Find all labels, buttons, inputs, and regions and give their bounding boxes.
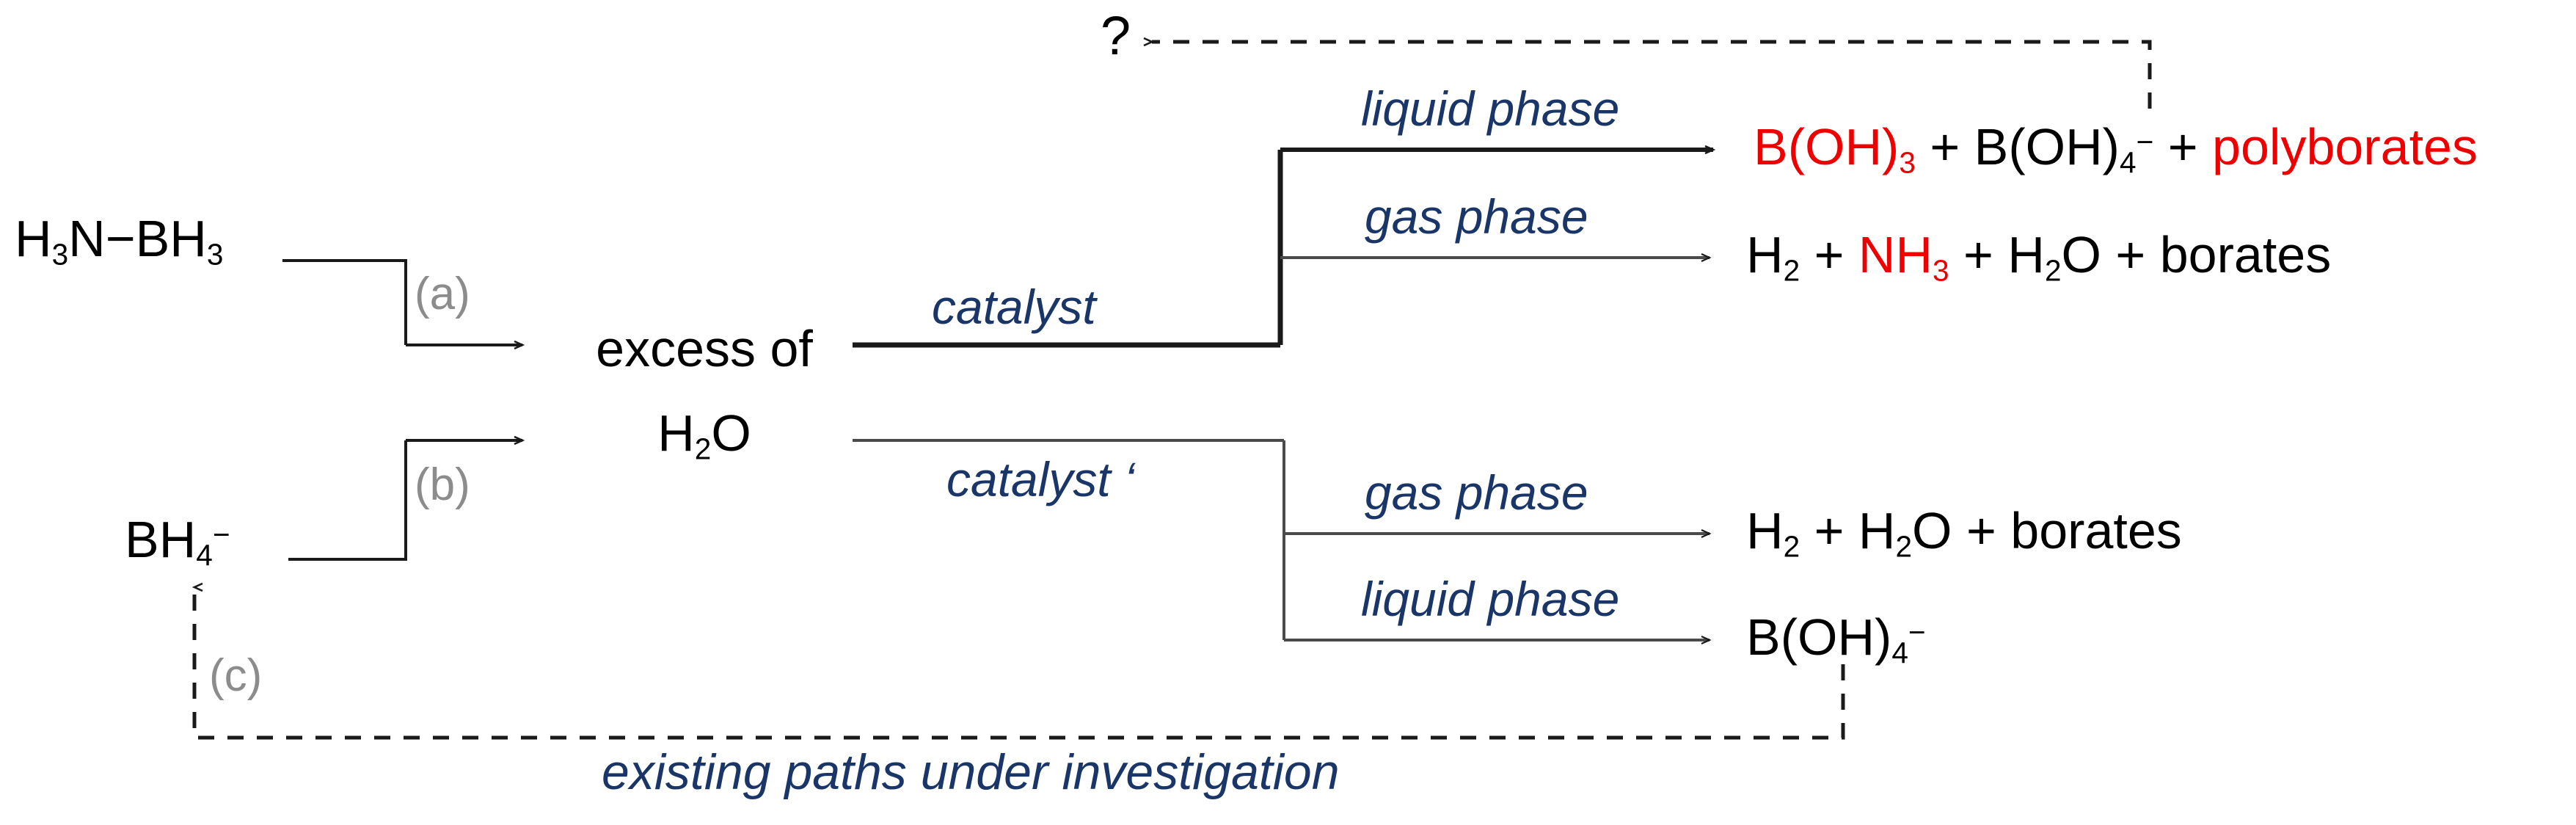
connector-catalyst-prime-trunk xyxy=(853,439,1285,640)
catalyst-label: catalyst xyxy=(932,280,1096,334)
connector-step-c-dashed xyxy=(194,587,1845,740)
reaction-medium-formula: H2O xyxy=(657,404,751,466)
products-top-gas-phase-formula: H2 + NH3 + H2O + borates xyxy=(1746,226,2332,288)
connector-unknown-feedback-dashed xyxy=(1152,42,2152,109)
phase-label-top-liquid: liquid phase xyxy=(1361,81,1620,136)
products-top-liquid-phase: B(OH)3 + B(OH)4− + polyborates xyxy=(1754,121,2478,178)
reactant-borohydride: BH4− xyxy=(125,514,230,570)
scheme-caption: existing paths under investigation xyxy=(602,744,1340,800)
connector-step-b xyxy=(288,440,522,561)
products-bottom-gas-phase: H2 + H2O + borates xyxy=(1746,505,2182,561)
reactant-ammonia-borane: H3N−BH3 xyxy=(15,213,223,269)
reaction-medium-line1: excess of xyxy=(596,320,813,377)
products-top-gas-phase: H2 + NH3 + H2O + borates xyxy=(1746,229,2331,286)
connector-catalyst-trunk xyxy=(853,150,1283,348)
connector-step-a xyxy=(282,259,522,345)
products-top-liquid-phase-formula: B(OH)3 + B(OH)4− + polyborates xyxy=(1754,118,2478,180)
unknown-question-mark: ? xyxy=(1101,5,1131,66)
phase-label-bottom-liquid: liquid phase xyxy=(1361,572,1620,626)
step-label-c: (c) xyxy=(209,650,263,701)
reaction-medium-line2: H2O xyxy=(558,407,851,464)
phase-label-top-gas: gas phase xyxy=(1365,189,1588,244)
products-bottom-liquid-phase-formula: B(OH)4− xyxy=(1746,608,1926,670)
step-label-b: (b) xyxy=(415,459,470,510)
step-label-a: (a) xyxy=(415,269,470,319)
reactant-borohydride-formula: BH4− xyxy=(125,511,230,573)
catalyst-prime-label: catalyst ‘ xyxy=(946,452,1135,506)
phase-label-bottom-gas: gas phase xyxy=(1365,465,1588,520)
reactant-ammonia-borane-formula: H3N−BH3 xyxy=(15,210,224,272)
products-bottom-liquid-phase: B(OH)4− xyxy=(1746,611,1926,668)
products-bottom-gas-phase-formula: H2 + H2O + borates xyxy=(1746,502,2182,564)
